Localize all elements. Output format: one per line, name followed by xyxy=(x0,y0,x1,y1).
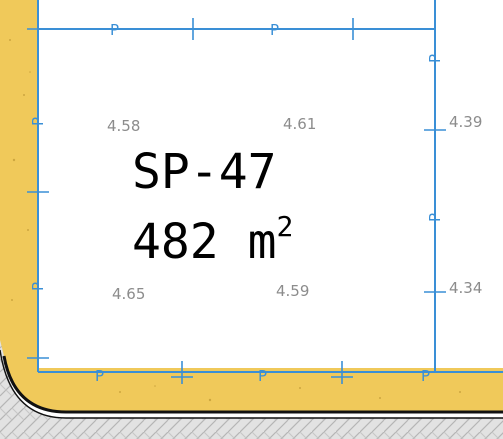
spot-height: 4.58 xyxy=(107,117,140,135)
plot-area-exponent: 2 xyxy=(277,210,294,243)
spot-heights: 4.58 4.61 4.39 4.65 4.59 4.34 xyxy=(107,113,482,303)
spot-height: 4.61 xyxy=(283,115,316,133)
marker-top-2: P xyxy=(270,21,279,39)
sidewalk-band xyxy=(0,0,503,419)
spot-height: 4.65 xyxy=(112,285,145,303)
marker-right-1: P xyxy=(426,54,444,63)
spot-height: 4.59 xyxy=(276,282,309,300)
marker-left-2: P xyxy=(29,282,47,291)
sidewalk-texture xyxy=(9,39,461,402)
marker-top-1: P xyxy=(110,21,119,39)
marker-bottom-1: P xyxy=(95,367,104,385)
marker-bottom-3: P xyxy=(421,367,430,385)
plot-area-value: 482 m2 xyxy=(132,210,293,270)
plot-id: SP-47 xyxy=(132,144,277,200)
plot-area-number: 482 m xyxy=(132,214,277,270)
marker-left-1: P xyxy=(29,117,47,126)
marker-bottom-2: P xyxy=(258,367,267,385)
spot-height: 4.34 xyxy=(449,279,482,297)
boundary-markers: P P P P P P P P P xyxy=(29,21,444,385)
boundary-ticks xyxy=(27,18,446,384)
plot-area xyxy=(38,0,503,368)
marker-right-2: P xyxy=(426,213,444,222)
spot-height: 4.39 xyxy=(449,113,482,131)
paving-area xyxy=(0,330,503,439)
plot-label: SP-47 482 m2 xyxy=(132,144,293,270)
